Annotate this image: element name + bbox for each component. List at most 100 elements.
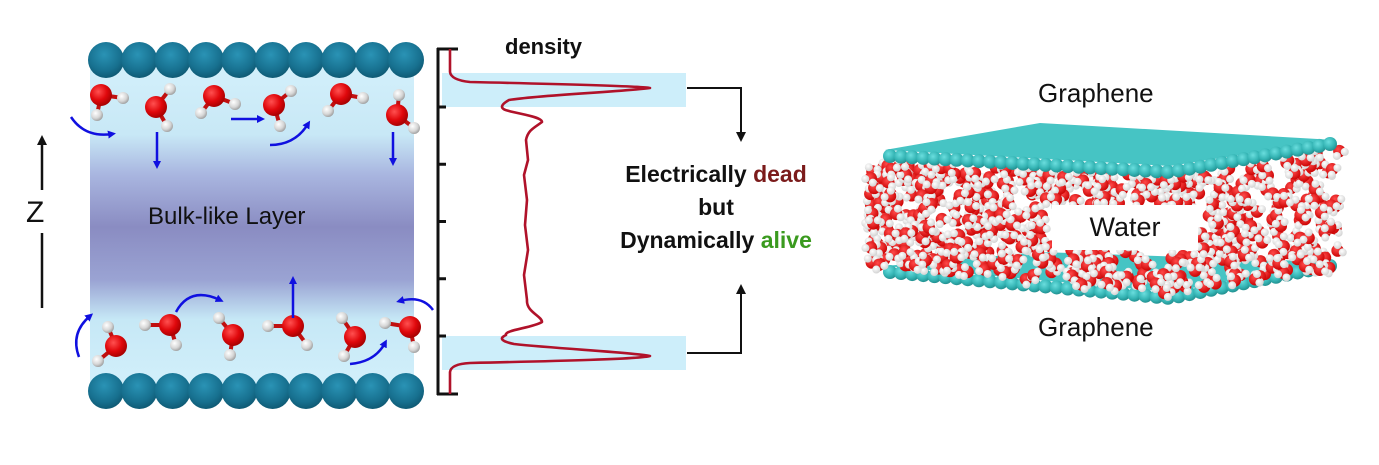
hydrogen-atom bbox=[1100, 198, 1109, 207]
hydrogen-atom bbox=[969, 214, 978, 223]
water-molecule bbox=[996, 175, 1011, 193]
hydrogen-atom bbox=[863, 206, 872, 215]
carbon-atom bbox=[1171, 163, 1186, 178]
hydrogen-atom bbox=[1026, 230, 1035, 239]
oxygen-atom bbox=[159, 314, 181, 336]
wall-atom bbox=[88, 42, 124, 78]
hydrogen-atom bbox=[1219, 208, 1228, 217]
water-molecule bbox=[1237, 245, 1254, 262]
hydrogen-atom bbox=[918, 260, 927, 269]
hydrogen-atom bbox=[301, 339, 313, 351]
hydrogen-atom bbox=[1158, 193, 1167, 202]
hydrogen-atom bbox=[988, 254, 997, 263]
hydrogen-atom bbox=[1027, 221, 1036, 230]
hydrogen-atom bbox=[1321, 192, 1330, 201]
hydrogen-atom bbox=[1010, 231, 1019, 240]
hydrogen-atom bbox=[972, 260, 981, 269]
water-molecule bbox=[262, 315, 313, 351]
hydrogen-atom bbox=[1311, 179, 1320, 188]
hydrogen-atom bbox=[1313, 247, 1322, 256]
hydrogen-atom bbox=[1241, 229, 1250, 238]
hydrogen-atom bbox=[1136, 274, 1145, 283]
carbon-atom bbox=[927, 151, 942, 166]
density-profile-plot bbox=[436, 47, 746, 396]
hydrogen-atom bbox=[1176, 278, 1185, 287]
hydrogen-atom bbox=[945, 201, 954, 210]
hydrogen-atom bbox=[357, 92, 369, 104]
hydrogen-atom bbox=[922, 198, 931, 207]
hydrogen-atom bbox=[956, 196, 965, 205]
hydrogen-atom bbox=[408, 341, 420, 353]
hydrogen-atom bbox=[1285, 170, 1294, 179]
sheet-surface bbox=[885, 123, 1335, 166]
water-molecule bbox=[1082, 181, 1099, 197]
hydrogen-atom bbox=[1062, 272, 1071, 281]
hydrogen-atom bbox=[1301, 213, 1310, 222]
hydrogen-atom bbox=[1263, 236, 1272, 245]
hydrogen-atom bbox=[1035, 245, 1044, 254]
hydrogen-atom bbox=[922, 180, 931, 189]
hydrogen-atom bbox=[285, 85, 297, 97]
hydrogen-atom bbox=[920, 266, 929, 275]
z-axis-label: Z bbox=[26, 196, 45, 229]
water-molecule bbox=[1320, 217, 1337, 234]
curved-arrow-icon bbox=[75, 313, 94, 358]
hydrogen-atom bbox=[1247, 179, 1256, 188]
hydrogen-atom bbox=[1138, 183, 1147, 192]
top-graphene-label: Graphene bbox=[1038, 78, 1154, 108]
oxygen-atom bbox=[399, 316, 421, 338]
water-molecule bbox=[1155, 268, 1173, 282]
interfacial-water-molecules bbox=[90, 83, 421, 367]
carbon-atom bbox=[949, 152, 964, 167]
wall-atom bbox=[288, 373, 324, 409]
water-molecule bbox=[1057, 170, 1073, 187]
hydrogen-atom bbox=[957, 253, 966, 262]
hydrogen-atom bbox=[336, 312, 348, 324]
hydrogen-atom bbox=[1304, 228, 1313, 237]
hydrogen-atom bbox=[1000, 170, 1009, 179]
hydrogen-atom bbox=[1046, 176, 1055, 185]
claim-line-3: Dynamically alive bbox=[588, 224, 844, 257]
hydrogen-atom bbox=[1080, 285, 1089, 294]
hydrogen-atom bbox=[861, 244, 870, 253]
water-molecule bbox=[1285, 163, 1301, 180]
hydrogen-atom bbox=[1195, 175, 1204, 184]
carbon-atom bbox=[1094, 161, 1109, 176]
oxygen-atom bbox=[282, 315, 304, 337]
water-molecule bbox=[1189, 183, 1206, 200]
hydrogen-atom bbox=[989, 203, 998, 212]
water-molecule bbox=[1020, 181, 1037, 197]
hydrogen-atom bbox=[1215, 249, 1224, 258]
hydrogen-atom bbox=[927, 218, 936, 227]
hydrogen-atom bbox=[913, 265, 922, 274]
water-molecule bbox=[145, 83, 176, 132]
hydrogen-atom bbox=[1315, 187, 1324, 196]
hydrogen-atom bbox=[393, 89, 405, 101]
hydrogen-atom bbox=[884, 234, 893, 243]
hydrogen-atom bbox=[1033, 267, 1042, 276]
water-molecule bbox=[868, 178, 884, 195]
hydrogen-atom bbox=[1228, 252, 1237, 261]
wall-atom bbox=[254, 42, 291, 78]
water-molecule bbox=[90, 84, 129, 121]
hydrogen-atom bbox=[1008, 202, 1017, 211]
water-molecule bbox=[1170, 256, 1187, 273]
alive-text: alive bbox=[760, 227, 812, 253]
water-molecule bbox=[1258, 169, 1274, 185]
water-molecule bbox=[1014, 207, 1031, 223]
hydrogen-atom bbox=[886, 186, 895, 195]
carbon-atom bbox=[983, 154, 997, 169]
hydrogen-atom bbox=[1031, 204, 1040, 213]
hydrogen-atom bbox=[981, 177, 990, 186]
hydrogen-atom bbox=[1319, 203, 1328, 212]
carbon-atom bbox=[1127, 162, 1142, 177]
hydrogen-atom bbox=[1200, 232, 1209, 241]
hydrogen-atom bbox=[1204, 176, 1213, 185]
water-molecule bbox=[92, 321, 127, 367]
water-molecule bbox=[1097, 276, 1114, 292]
hydrogen-atom bbox=[880, 261, 889, 270]
claim-line-1: Electrically dead bbox=[588, 158, 844, 191]
curved-arrow-icon bbox=[269, 120, 311, 147]
hydrogen-atom bbox=[875, 184, 884, 193]
hydrogen-atom bbox=[1199, 250, 1208, 259]
